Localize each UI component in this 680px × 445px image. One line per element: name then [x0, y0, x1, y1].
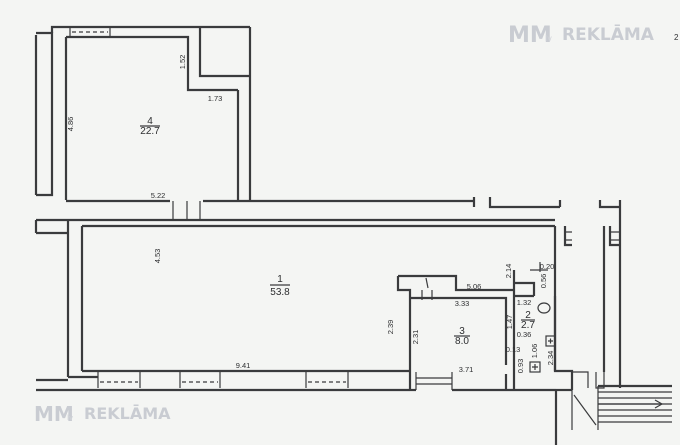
dim-0-56: 0.56: [539, 274, 548, 289]
watermark-logo-suffix-bottom: lv: [67, 414, 73, 422]
dim-5-06: 5.06: [467, 282, 482, 291]
dim-4-53: 4.53: [153, 249, 162, 264]
dim-1-32: 1.32: [517, 298, 532, 307]
stairs: [554, 384, 672, 445]
dim-2-31: 2.31: [411, 330, 420, 345]
corner-mark: 2: [674, 33, 679, 42]
dim-5-22: 5.22: [151, 191, 166, 200]
watermark-brand-top: REKLĀMA: [562, 23, 655, 45]
watermark-logo-bottom: MM: [34, 402, 74, 426]
dim-1-06: 1.06: [530, 344, 539, 359]
outer-walls: [34, 197, 622, 382]
watermark-bottom: MM lv REKLĀMA: [34, 402, 171, 426]
dim-1-52: 1.52: [178, 55, 187, 70]
dim-9-41: 9.41: [236, 361, 251, 370]
dim-0-20: 0.20: [540, 262, 555, 271]
dim-3-71: 3.71: [459, 365, 474, 374]
room-2-walls: [512, 262, 557, 390]
dim-1-47: 1.47: [505, 315, 514, 330]
room-1-area: 53.8: [270, 287, 290, 298]
watermark-logo-suffix-top: lv: [545, 34, 552, 43]
dim-1-73: 1.73: [208, 94, 223, 103]
dim-2-34: 2.34: [546, 351, 555, 366]
dim-0-13: 0.13: [506, 345, 521, 354]
watermark-top: MM lv REKLĀMA: [508, 23, 655, 48]
dim-2-39: 2.39: [386, 320, 395, 335]
dim-2-14: 2.14: [504, 264, 513, 279]
watermark-logo-top: MM: [508, 23, 552, 48]
room-1-walls: [36, 220, 622, 392]
room-2-area: 2.7: [521, 320, 535, 331]
room-1-number: 1: [277, 274, 283, 285]
dim-3-33: 3.33: [455, 299, 470, 308]
room-3-number: 3: [459, 326, 465, 337]
room-3-walls: [396, 274, 556, 392]
room-4-walls: [34, 25, 252, 203]
room-4-number: 4: [147, 116, 153, 127]
watermark-brand-bottom: REKLĀMA: [84, 403, 171, 423]
dim-0-36: 0.36: [517, 330, 532, 339]
dim-4-86: 4.86: [66, 117, 75, 132]
room-3-area: 8.0: [455, 336, 469, 347]
dim-0-93: 0.93: [516, 359, 525, 374]
room-4-area: 22.7: [140, 126, 160, 137]
room-2-number: 2: [525, 310, 531, 321]
